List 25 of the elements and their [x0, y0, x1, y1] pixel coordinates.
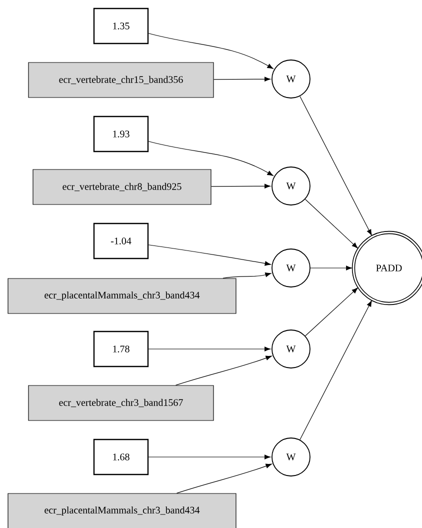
feature-box: ecr_vertebrate_chr8_band925: [32, 169, 212, 205]
arrow: [148, 454, 271, 460]
value-box: 1.78: [93, 330, 149, 368]
value-box: 1.35: [93, 8, 149, 44]
arrow: [310, 266, 352, 270]
arrow: [211, 184, 271, 188]
arrow: [148, 33, 274, 69]
arrow: [300, 300, 372, 440]
feature-box: ecr_vertebrate_chr15_band356: [28, 62, 214, 98]
arrow: [175, 356, 272, 386]
value-box: 1.93: [93, 116, 149, 152]
arrow: [148, 346, 271, 352]
arrow: [304, 198, 358, 248]
arrow: [176, 464, 272, 494]
value-box: -1.04: [93, 222, 149, 260]
arrow: [148, 141, 274, 176]
arrow: [305, 288, 358, 336]
arrow: [148, 244, 271, 266]
feature-box: ecr_vertebrate_chr3_band1567: [28, 385, 214, 421]
feature-box: ecr_placentalMammals_chr3_band434: [8, 493, 236, 528]
feature-box: ecr_placentalMammals_chr3_band434: [8, 278, 236, 314]
arrow: [214, 76, 271, 82]
value-box: 1.68: [93, 438, 149, 476]
arrow: [300, 96, 372, 236]
arrow: [222, 272, 272, 278]
